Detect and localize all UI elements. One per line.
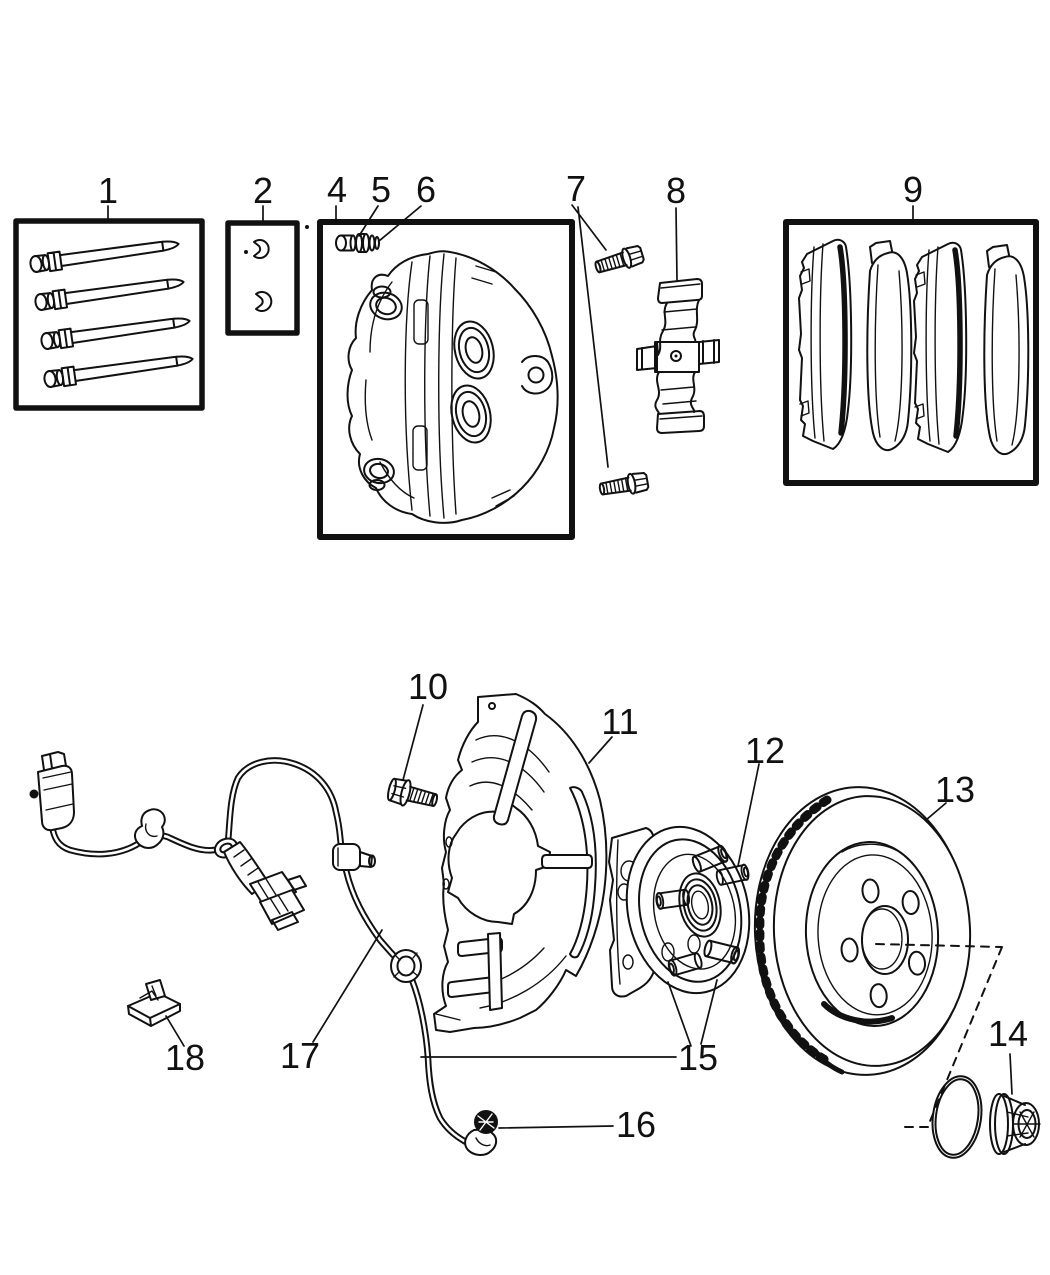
callout-18: 18 [165, 1037, 205, 1078]
callout-13: 13 [935, 769, 975, 810]
splash-shield [433, 693, 608, 1033]
callout-8: 8 [666, 170, 686, 211]
caliper-assembly [317, 219, 575, 540]
wire-clip-a [133, 808, 166, 849]
retainer-clip [127, 979, 181, 1027]
callout-14: 14 [988, 1013, 1028, 1054]
callout-5: 5 [371, 169, 391, 210]
caliper-mounting-bolts [592, 242, 651, 501]
harness-connector [29, 751, 75, 832]
abs-sensor-head [464, 1110, 498, 1156]
callout-9: 9 [903, 169, 923, 210]
callout-2: 2 [253, 170, 273, 211]
callout-10: 10 [408, 666, 448, 707]
callout-11: 11 [601, 701, 638, 742]
brake-pad-kit [783, 219, 1039, 486]
callout-17: 17 [280, 1035, 320, 1076]
abs-sensor-harness [29, 751, 498, 1156]
callout-16: 16 [616, 1104, 656, 1145]
projection-lines [875, 943, 1003, 1128]
wire-ring-nut [390, 949, 422, 983]
wire-clip-b [332, 843, 376, 871]
bleeder-screw [335, 233, 380, 253]
callout-6: 6 [416, 169, 436, 210]
bushing-kit [225, 220, 300, 336]
shield-bolt [386, 777, 439, 807]
guide-pin-kit [13, 218, 205, 411]
callout-1: 1 [98, 170, 118, 211]
hub-oring [931, 1075, 983, 1159]
callout-4: 4 [327, 169, 347, 210]
hub-nut [989, 1093, 1041, 1155]
brake-rotor [753, 786, 972, 1076]
hub-bearing [608, 825, 751, 998]
mid-harness-connector [223, 841, 307, 931]
brake-caliper [346, 250, 559, 524]
callouts: 1 2 4 5 6 7 8 9 10 11 12 13 14 15 16 17 … [98, 168, 1028, 1145]
callout-7: 7 [566, 168, 586, 209]
callout-12: 12 [745, 730, 785, 771]
caliper-support-spring [636, 278, 720, 434]
callout-15: 15 [678, 1037, 718, 1078]
leader-lines [107, 204, 1013, 1129]
